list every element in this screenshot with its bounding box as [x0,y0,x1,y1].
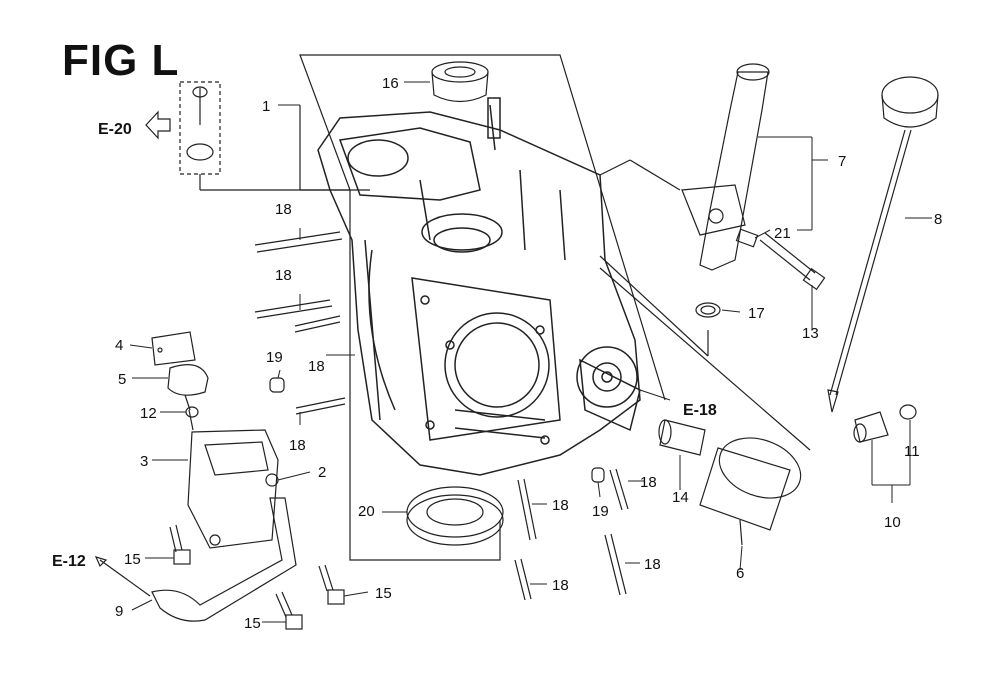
callout-19a: 19 [266,349,283,366]
bolt-15-left [169,524,191,565]
bolt-21 [735,228,759,248]
bolt-15-bottom [275,591,303,630]
dipstick [827,76,939,413]
callout-9: 9 [115,603,123,620]
callout-16: 16 [382,75,399,92]
callout-18h: 18 [552,577,569,594]
callout-11: 11 [904,443,920,460]
ref-e12: E-12 [52,553,86,570]
nipple [658,419,706,456]
figure-title: FIG L [62,36,180,85]
bolt-13 [759,232,826,291]
callout-17: 17 [748,305,765,322]
callout-15b: 15 [375,585,392,602]
callout-8: 8 [934,211,942,228]
e20-arrow [145,110,171,140]
o-ring [599,255,721,357]
callout-18a: 18 [275,201,292,218]
e20-parts-box [179,81,370,191]
bolt-15-right [318,564,345,605]
callout-18d: 18 [289,437,306,454]
callout-18g: 18 [644,556,661,573]
stud-bolts [254,231,629,601]
oil-seal [431,61,489,103]
callout-21: 21 [774,225,791,242]
crankcase-group-bracket [299,54,666,561]
callout-15c: 15 [244,615,261,632]
callout-2: 2 [318,464,326,481]
ref-e20: E-20 [98,121,132,138]
callout-18e: 18 [552,497,569,514]
callout-10: 10 [884,514,901,531]
leader-lines [129,81,932,623]
callout-18f: 18 [640,474,657,491]
oil-fill-tube [599,63,770,271]
callout-1: 1 [262,98,270,115]
oil-filter [699,437,802,546]
ref-e18: E-18 [683,402,717,419]
callout-18b: 18 [275,267,292,284]
callout-6: 6 [736,565,744,582]
callout-5: 5 [118,371,126,388]
callout-12: 12 [140,405,157,422]
dowel-pin-left [269,377,285,393]
bolt-12 [188,409,194,431]
callout-18c: 18 [308,358,325,375]
breather-cover [187,429,279,549]
callout-19b: 19 [592,503,609,520]
drain-plug [599,267,917,451]
callout-15a: 15 [124,551,141,568]
callout-14: 14 [672,489,689,506]
callout-7: 7 [838,153,846,170]
callout-13: 13 [802,325,819,342]
callout-3: 3 [140,453,148,470]
gasket [151,331,196,366]
dowel-pin-right [591,467,605,483]
reed-plate [167,364,209,418]
section-references: E-20 E-18 E-12 [52,121,717,570]
callout-20: 20 [358,503,375,520]
callout-labels: 1 2 3 4 5 6 7 8 9 10 11 12 13 14 15 15 1… [115,75,942,632]
bearing [406,486,504,546]
callout-4: 4 [115,337,123,354]
breather-tube [94,497,297,622]
crankcase-body [317,97,641,476]
